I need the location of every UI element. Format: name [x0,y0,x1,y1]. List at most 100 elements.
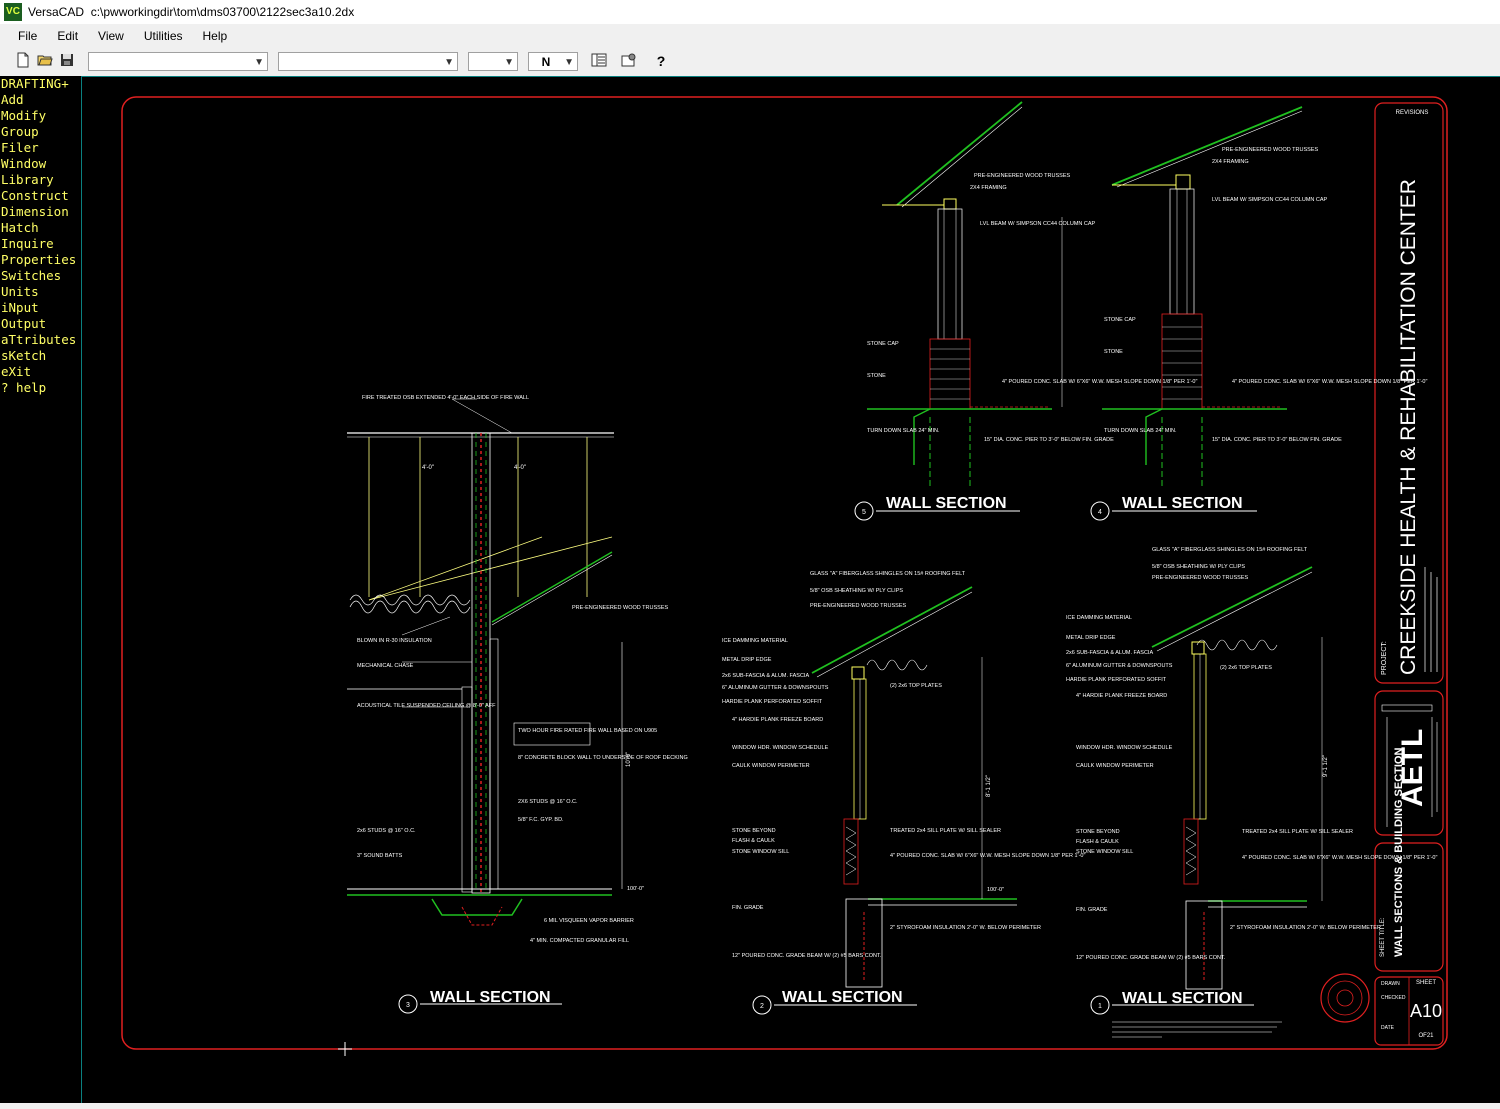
menu-utilities[interactable]: Utilities [143,28,183,43]
sidebar-item-units[interactable]: Units [1,284,39,299]
revisions-label: REVISIONS [1396,110,1429,116]
layer-view-icon[interactable] [590,52,608,70]
note-top-plates-s2: (2) 2x6 TOP PLATES [890,683,942,689]
title-block-sheet-title [1374,842,1444,972]
section-4-drawing [1102,106,1303,487]
new-file-icon[interactable] [14,52,32,70]
note-lvl-s4: LVL BEAM W/ SIMPSON CC44 COLUMN CAP [1212,197,1328,203]
sidebar-item-modify[interactable]: Modify [1,108,47,123]
toolbar: ▼ ▼ ▼ N ▼ ? [0,48,1500,76]
note-shingles-s2: GLASS "A" FIBERGLASS SHINGLES ON 15# ROO… [810,571,966,577]
sidebar-item-attributes[interactable]: aTtributes [1,332,77,347]
project-title: CREEKSIDE HEALTH & REHABILITATION CENTER [1397,179,1420,675]
group-combo[interactable]: ▼ [278,52,458,71]
note-two-hour: TWO HOUR FIRE RATED FIRE WALL BASED ON U… [518,728,657,734]
note-grade-beam-s1: 12" POURED CONC. GRADE BEAM W/ (2) #5 BA… [1076,955,1226,961]
note-slab-s5: 4" POURED CONC. SLAB W/ 6"X6" W.W. MESH … [1002,379,1197,385]
section-number-3: 3 [406,1002,410,1009]
note-vapor: 6 MIL VISQUEEN VAPOR BARRIER [544,918,634,924]
sidebar-item-inquire[interactable]: Inquire [1,236,54,251]
command-sidebar: DRAFTING+ Add Modify Group Filer Window … [0,76,81,1103]
menu-help[interactable]: Help [202,28,228,43]
note-framing-s4: 2X4 FRAMING [1212,159,1249,165]
sidebar-item-output[interactable]: Output [1,316,47,331]
sheet-notes-lines [1112,1021,1282,1038]
note-fill: 4" MIN. COMPACTED GRANULAR FILL [530,938,629,944]
note-gutter-s2: 6" ALUMINUM GUTTER & DOWNSPOUTS [722,685,829,691]
sidebar-item-window[interactable]: Window [1,156,47,171]
sheet-border [121,96,1448,1050]
dim-4ft-right: 4'-0" [514,465,526,471]
section-title-4: 4 WALL SECTION [1090,495,1257,521]
sidebar-item-library[interactable]: Library [1,172,54,187]
checked-label: CHECKED [1381,995,1406,1001]
menu-view[interactable]: View [98,28,124,43]
dim-4ft-left: 4'-0" [422,465,434,471]
title-block-project [1374,102,1444,684]
dim-elevation-s2: 100'-0" [987,887,1004,893]
note-pier-s4: 15" DIA. CONC. PIER TO 3'-0" BELOW FIN. … [1212,437,1342,443]
note-sound-batts: 3" SOUND BATTS [357,853,403,859]
sidebar-item-exit[interactable]: eXit [1,364,32,379]
note-osb-s2: 5/8" OSB SHEATHING W/ PLY CLIPS [810,588,903,594]
menu-bar: File Edit View Utilities Help [0,25,1500,46]
section-1-drawing [1151,566,1323,990]
open-folder-icon[interactable] [36,52,54,70]
sidebar-item-dimension[interactable]: Dimension [1,204,69,219]
note-turn-down-s4: TURN DOWN SLAB 24" MIN. [1104,428,1177,434]
menu-edit[interactable]: Edit [57,28,79,43]
note-stone-s5: STONE [867,373,886,379]
sidebar-item-hatch[interactable]: Hatch [1,220,39,235]
note-fascia-s1: 2x6 SUB-FASCIA & ALUM. FASCIA [1066,650,1153,656]
dim-height-s3: 10'-0" [626,752,632,767]
sidebar-item-switches[interactable]: Switches [1,268,62,283]
sidebar-item-properties[interactable]: Properties [1,252,77,267]
note-trusses-s2: PRE-ENGINEERED WOOD TRUSSES [810,603,906,609]
section-5-drawing [867,101,1063,487]
section-number-4: 4 [1098,509,1102,516]
sheet-title: WALL SECTIONS & BUILDING SECTION [1393,748,1405,957]
sidebar-item-input[interactable]: iNput [1,300,39,315]
sidebar-item-sketch[interactable]: sKetch [1,348,47,363]
section-label-4: WALL SECTION [1122,495,1243,512]
pen-combo[interactable]: N ▼ [528,52,578,71]
sidebar-item-construct[interactable]: Construct [1,188,69,203]
two-hour-note-box [513,722,591,746]
chevron-down-icon: ▼ [444,57,454,68]
sheet-label: SHEET [1416,980,1436,986]
chevron-down-icon: ▼ [504,57,514,68]
section-label-3: WALL SECTION [430,989,551,1006]
note-styro-s1: 2" STYROFOAM INSULATION 2'-0" W. BELOW P… [1230,925,1381,931]
drawing-canvas[interactable]: REVISIONS PROJECT: CREEKSIDE HEALTH & RE… [81,76,1500,1103]
note-trusses-s4: PRE-ENGINEERED WOOD TRUSSES [1222,147,1318,153]
sidebar-item-group[interactable]: Group [1,124,39,139]
note-slab-s2: 4" POURED CONC. SLAB W/ 6"X6" W.W. MESH … [890,853,1085,859]
layer-combo[interactable]: ▼ [88,52,268,71]
menu-file[interactable]: File [18,28,38,43]
section-title-3: 3 WALL SECTION [398,989,562,1014]
note-slab-s4: 4" POURED CONC. SLAB W/ 6"X6" W.W. MESH … [1232,379,1427,385]
note-treated-s1: TREATED 2x4 SILL PLATE W/ SILL SEALER [1242,829,1353,835]
note-studs-left: 2x6 STUDS @ 16" O.C. [357,828,416,834]
note-flash-s1: FLASH & CAULK [1076,839,1119,845]
section-title-5: 5 WALL SECTION [854,495,1020,521]
note-acoustical: ACOUSTICAL TILE SUSPENDED CEILING @ 8'-0… [357,703,496,709]
note-flash-s2: FLASH & CAULK [732,838,775,844]
note-sill-s2: STONE WINDOW SILL [732,849,789,855]
properties-icon[interactable] [620,52,638,70]
sidebar-item-help[interactable]: ? help [1,380,47,395]
save-icon[interactable] [58,52,76,70]
note-grade-beam-s2: 12" POURED CONC. GRADE BEAM W/ (2) #5 BA… [732,953,882,959]
section-label-5: WALL SECTION [886,495,1007,512]
note-treated-s2: TREATED 2x4 SILL PLATE W/ SILL SEALER [890,828,1001,834]
note-caulk-s1: CAULK WINDOW PERIMETER [1076,763,1154,769]
project-address-lines [1424,567,1438,672]
note-soffit-s2: HARDIE PLANK PERFORATED SOFFIT [722,699,823,705]
architect-seal-icon [1320,973,1370,1023]
help-icon[interactable]: ? [656,53,666,69]
dim-elevation-s3: 100'-0" [627,886,644,892]
scale-combo[interactable]: ▼ [468,52,518,71]
sidebar-item-filer[interactable]: Filer [1,140,39,155]
sidebar-item-drafting[interactable]: DRAFTING+ [1,76,69,91]
sidebar-item-add[interactable]: Add [1,92,24,107]
